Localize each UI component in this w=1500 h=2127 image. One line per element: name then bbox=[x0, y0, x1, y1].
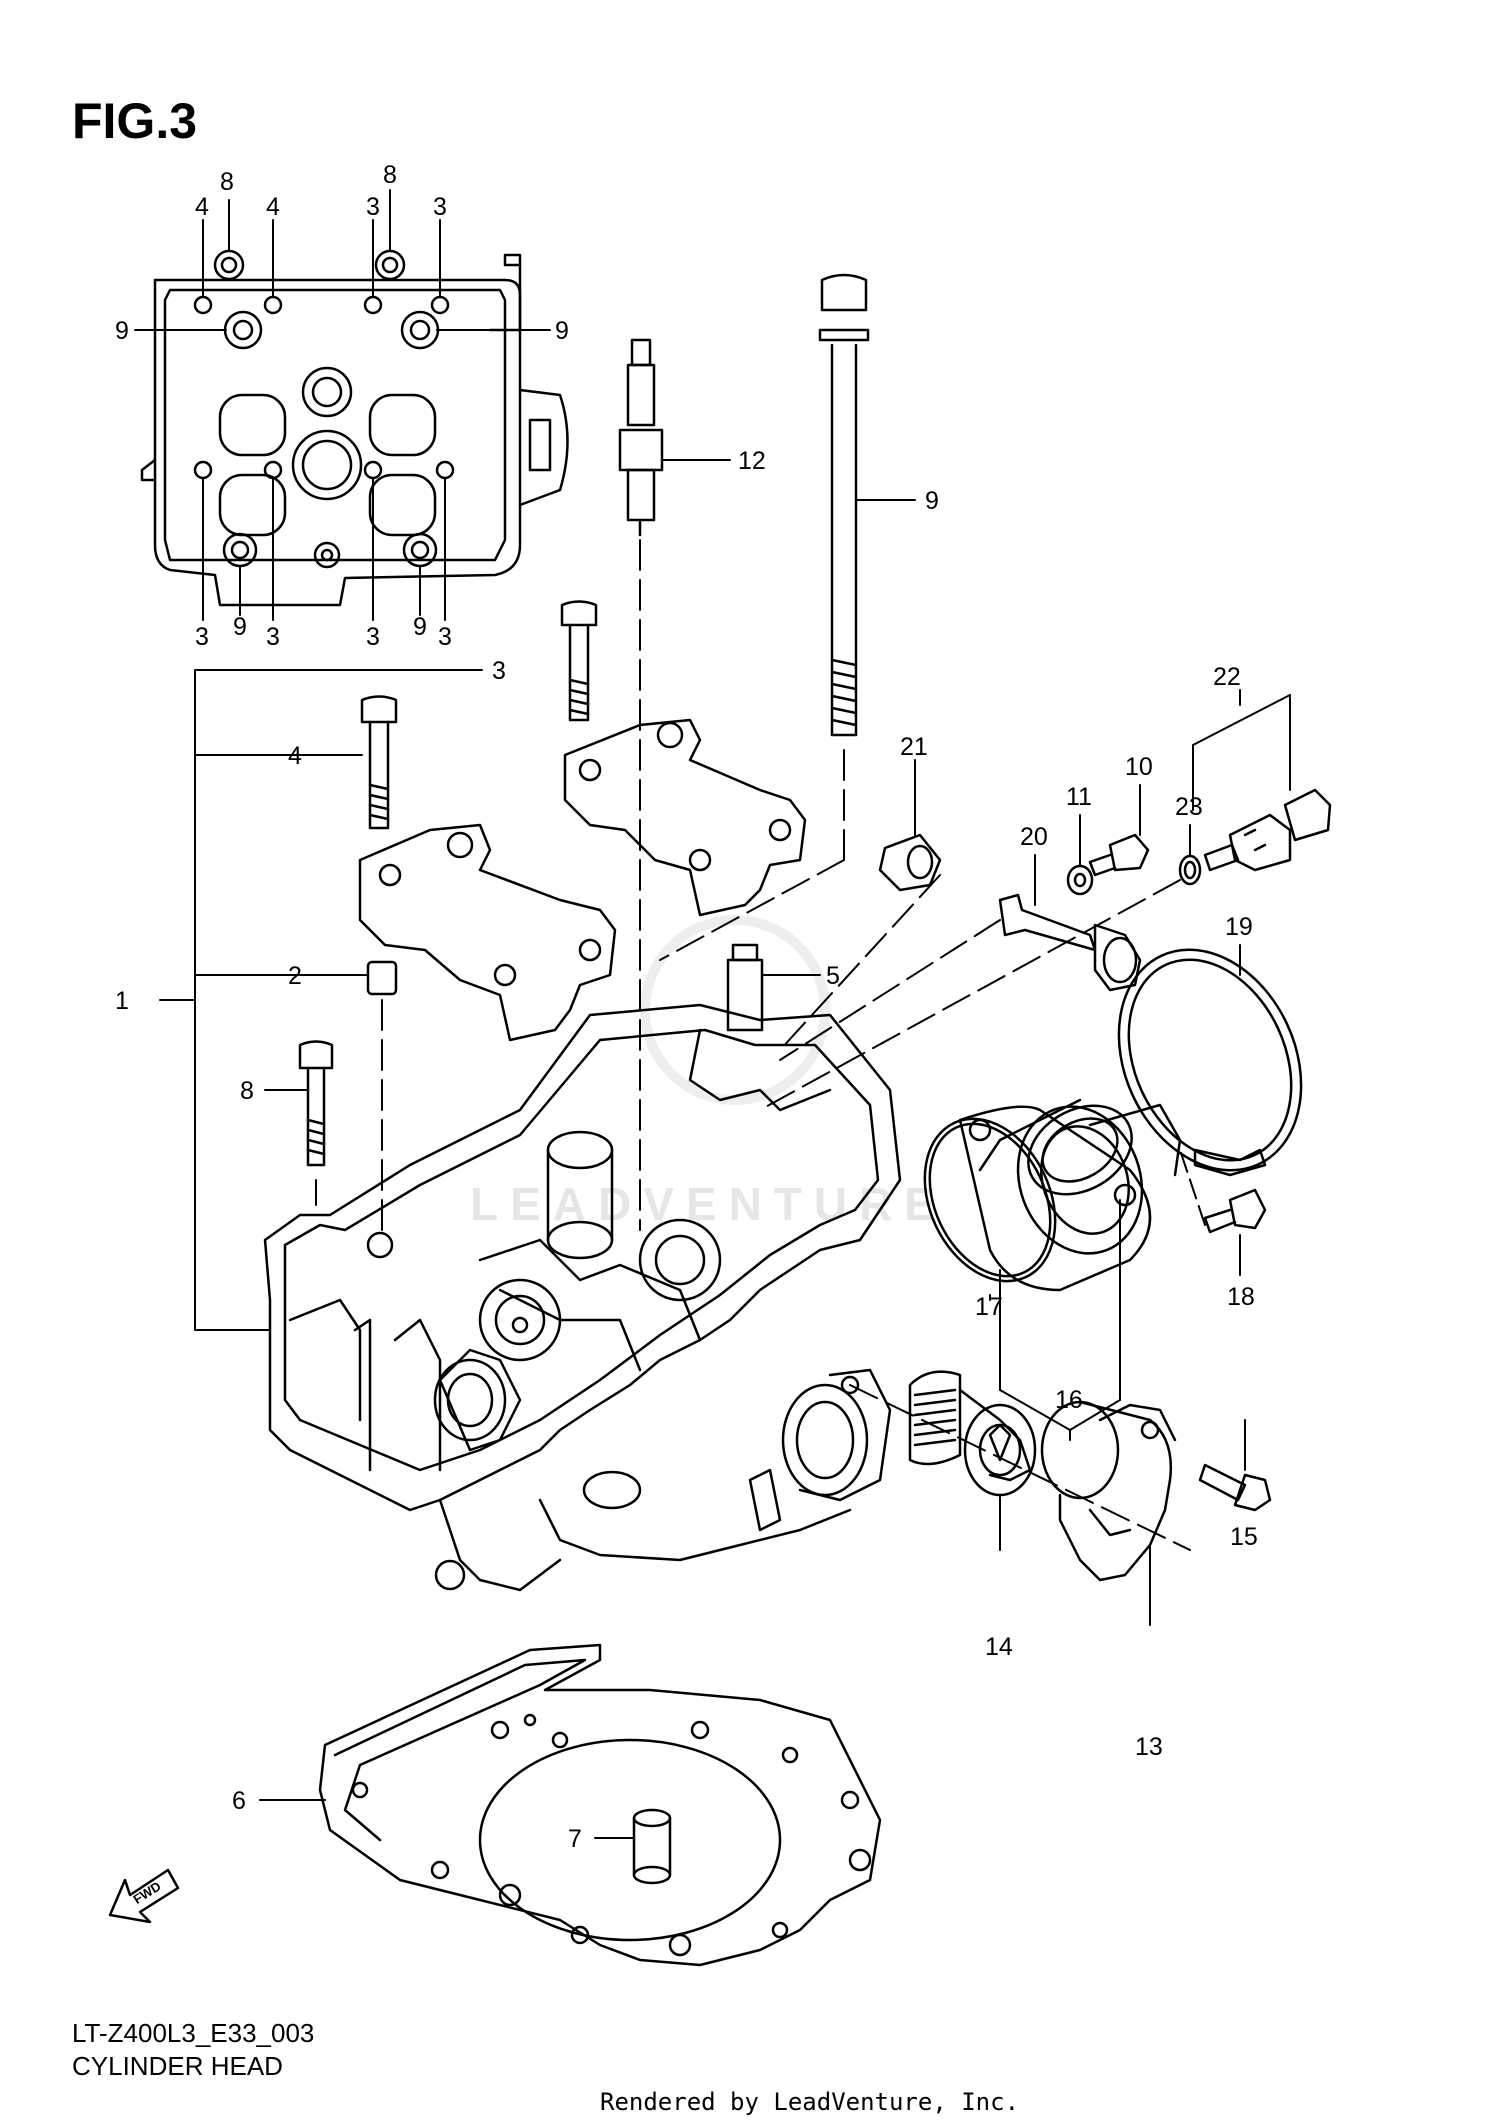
bolt-3 bbox=[560, 600, 598, 722]
callout-9-main: 9 bbox=[925, 487, 939, 515]
sensor-22 bbox=[1192, 689, 1332, 872]
dowel-pin-7 bbox=[594, 1808, 672, 1885]
callouts: 8 8 4 4 3 3 9 9 3 9 3 3 9 3 3 4 1 2 8 12… bbox=[115, 161, 1258, 1853]
callout-16: 16 bbox=[1055, 1386, 1083, 1414]
clamp-19 bbox=[1117, 944, 1303, 1177]
callout-3-d: 3 bbox=[266, 623, 280, 651]
head-gasket-6 bbox=[259, 1643, 882, 1967]
dowel-pin-2 bbox=[299, 960, 398, 1231]
rendered-by-credit: Rendered by LeadVenture, Inc. bbox=[600, 2088, 1020, 2116]
cylinder-head-body bbox=[263, 1003, 1191, 1592]
callout-9-d: 9 bbox=[413, 613, 427, 641]
callout-12: 12 bbox=[738, 447, 766, 475]
callout-3-f: 3 bbox=[438, 623, 452, 651]
bolt-10 bbox=[1088, 784, 1150, 877]
callout-8-b: 8 bbox=[383, 161, 397, 189]
callout-17: 17 bbox=[975, 1293, 1003, 1321]
callout-8-a: 8 bbox=[220, 168, 234, 196]
inset-leaders bbox=[134, 189, 551, 621]
bolt-8 bbox=[264, 1040, 334, 1206]
diagram-caption: CYLINDER HEAD bbox=[72, 2051, 283, 2081]
assembly-bracket bbox=[159, 669, 483, 1331]
callout-9-c: 9 bbox=[233, 613, 247, 641]
model-code: LT-Z400L3_E33_003 bbox=[72, 2018, 315, 2048]
callout-10: 10 bbox=[1125, 753, 1153, 781]
bolt-4 bbox=[289, 695, 398, 830]
fwd-label: FWD bbox=[130, 1878, 163, 1906]
callout-1: 1 bbox=[115, 987, 129, 1015]
spark-plug-12 bbox=[618, 338, 731, 1231]
callout-3-e: 3 bbox=[366, 623, 380, 651]
bolt-20 bbox=[779, 854, 1142, 1061]
o-ring-23 bbox=[759, 824, 1202, 1111]
nut-21 bbox=[779, 759, 942, 1051]
callout-4-a: 4 bbox=[195, 193, 209, 221]
callout-2: 2 bbox=[288, 962, 302, 990]
callout-13: 13 bbox=[1135, 1733, 1163, 1761]
washer-11 bbox=[1066, 814, 1094, 896]
callout-11: 11 bbox=[1066, 783, 1092, 811]
callout-9-a: 9 bbox=[115, 317, 129, 345]
callout-3-c: 3 bbox=[195, 623, 209, 651]
head-top-view bbox=[140, 249, 569, 607]
callout-23: 23 bbox=[1175, 793, 1203, 821]
callout-3-b: 3 bbox=[433, 193, 447, 221]
callout-5: 5 bbox=[826, 962, 840, 990]
callout-3-a: 3 bbox=[366, 193, 380, 221]
callout-4-main: 4 bbox=[288, 742, 302, 770]
forward-arrow-icon: FWD bbox=[108, 1868, 180, 1924]
callout-4-b: 4 bbox=[266, 193, 280, 221]
bolt-15 bbox=[1198, 1419, 1272, 1512]
stud-bolt-9 bbox=[659, 273, 916, 961]
callout-20: 20 bbox=[1020, 823, 1048, 851]
thermostat-cover-13 bbox=[1040, 1400, 1177, 1626]
callout-14: 14 bbox=[985, 1633, 1013, 1661]
callout-8-main: 8 bbox=[240, 1077, 254, 1105]
callout-22: 22 bbox=[1213, 663, 1241, 691]
o-ring-17 bbox=[923, 1117, 1057, 1301]
callout-9-b: 9 bbox=[555, 317, 569, 345]
callout-18: 18 bbox=[1227, 1283, 1255, 1311]
callout-6: 6 bbox=[232, 1787, 246, 1815]
callout-3-main: 3 bbox=[492, 657, 506, 685]
thermostat-14 bbox=[908, 1370, 1037, 1551]
camshaft-holder-right bbox=[563, 718, 807, 917]
callout-15: 15 bbox=[1230, 1523, 1258, 1551]
figure-title: FIG.3 bbox=[72, 93, 198, 149]
watermark-text: LEADVENTURE bbox=[470, 1178, 947, 1230]
bolt-18 bbox=[1179, 1149, 1267, 1276]
callout-7: 7 bbox=[568, 1825, 582, 1853]
callout-19: 19 bbox=[1225, 913, 1253, 941]
valve-guide-5 bbox=[726, 943, 821, 1032]
camshaft-holder-left bbox=[358, 823, 617, 1042]
callout-21: 21 bbox=[900, 733, 928, 761]
